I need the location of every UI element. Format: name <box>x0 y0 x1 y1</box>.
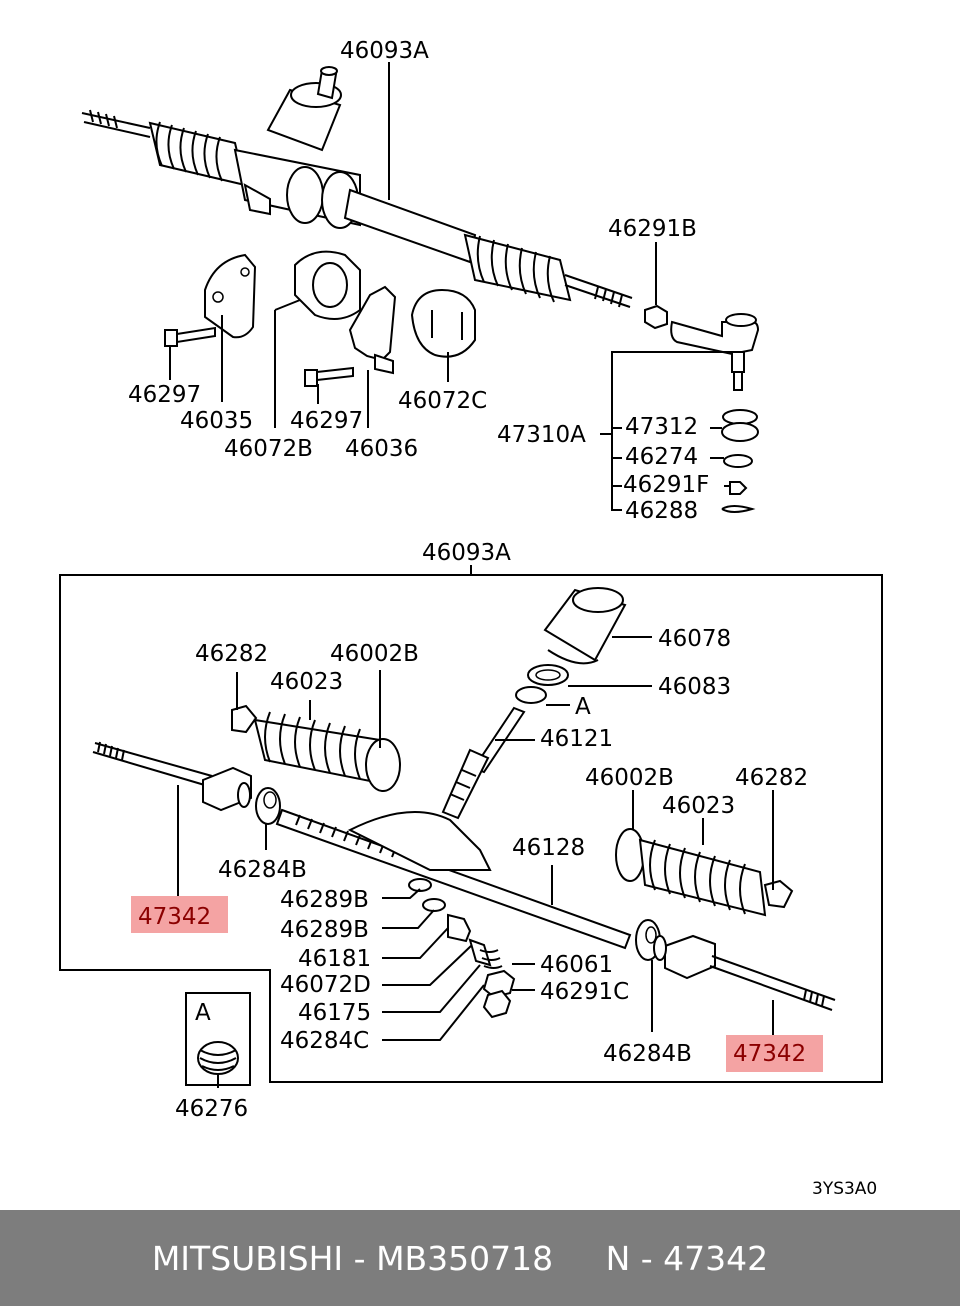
bracket-46036 <box>348 285 397 428</box>
rack-46128 <box>275 808 632 950</box>
label-46023-left: 46023 <box>270 669 343 695</box>
label-46121: 46121 <box>540 726 613 752</box>
yoke-stack <box>382 878 535 1041</box>
label-46002b-left: 46002B <box>330 641 419 667</box>
label-46128: 46128 <box>512 835 585 861</box>
label-46072b: 46072B <box>224 436 313 462</box>
label-46284b-left: 46284B <box>218 857 307 883</box>
label-47342-right: 47342 <box>733 1041 806 1067</box>
label-46276: 46276 <box>175 1096 248 1122</box>
label-46284b-right: 46284B <box>603 1041 692 1067</box>
brand-name: MITSUBISHI <box>151 1238 344 1278</box>
label-46289b-2: 46289B <box>280 917 369 943</box>
steering-rack-assembly <box>81 62 633 308</box>
label-46297-left: 46297 <box>128 382 201 408</box>
label-46072d: 46072D <box>280 972 371 998</box>
label-46072c: 46072C <box>398 388 487 414</box>
part-info-bar: MITSUBISHI - MB350718 N - 47342 <box>0 1210 960 1306</box>
label-46288: 46288 <box>625 498 698 524</box>
bracket-46035 <box>204 253 257 402</box>
parts-diagram: 46093A 46291B 46297 46035 46072B 46297 4… <box>59 38 883 1199</box>
label-47312: 47312 <box>625 414 698 440</box>
tie-rod-left-shape <box>92 741 252 900</box>
separator: - <box>343 1238 377 1278</box>
bushing-46072c <box>410 288 476 382</box>
label-rack-top: 46093A <box>340 38 429 64</box>
tie-end-kit-leaders <box>600 351 759 513</box>
label-46175: 46175 <box>298 1000 371 1026</box>
tie-rod-right-shape <box>653 934 836 1040</box>
label-47342-left: 47342 <box>138 904 211 930</box>
bellows-left <box>231 670 401 792</box>
label-47310a: 47310A <box>497 422 586 448</box>
inset-part-46276 <box>197 1041 239 1088</box>
highlight-left <box>131 896 228 933</box>
pinion-46121 <box>441 706 535 820</box>
figure-code: 3YS3A0 <box>812 1179 877 1199</box>
highlight-right <box>726 1035 823 1072</box>
label-46289b-1: 46289B <box>280 887 369 913</box>
label-46291b: 46291B <box>608 216 697 242</box>
bolt-46297-left <box>164 326 216 380</box>
label-rack-detail: 46093A <box>422 540 511 566</box>
label-46282-left: 46282 <box>195 641 268 667</box>
callout-number: N - 47342 <box>605 1238 769 1278</box>
bolt-46297-mid <box>304 366 354 404</box>
label-46181: 46181 <box>298 946 371 972</box>
label-46035: 46035 <box>180 408 253 434</box>
label-46291f: 46291F <box>623 472 709 498</box>
label-46291c: 46291C <box>540 979 629 1005</box>
label-46282-right: 46282 <box>735 765 808 791</box>
label-ref-a: A <box>575 694 591 720</box>
label-46083: 46083 <box>658 674 731 700</box>
detail-frame <box>59 574 883 1083</box>
label-46002b-right: 46002B <box>585 765 674 791</box>
spacer <box>553 1239 605 1278</box>
tie-rod-end <box>670 313 760 391</box>
label-46023-right: 46023 <box>662 793 735 819</box>
ring-a <box>515 686 547 704</box>
housing-46078 <box>543 587 652 665</box>
label-46274: 46274 <box>625 444 698 470</box>
label-inset-a: A <box>195 1000 211 1026</box>
label-46297-mid: 46297 <box>290 408 363 434</box>
bellows-right <box>615 790 794 917</box>
part-number: MB350718 <box>376 1238 554 1278</box>
label-46036: 46036 <box>345 436 418 462</box>
seal-46083 <box>527 664 652 687</box>
label-46284c: 46284C <box>280 1028 369 1054</box>
bushing-46072b <box>274 250 361 428</box>
label-46061: 46061 <box>540 952 613 978</box>
nut-46291b <box>644 242 668 330</box>
label-46078: 46078 <box>658 626 731 652</box>
washer-46284b-left <box>255 787 281 850</box>
